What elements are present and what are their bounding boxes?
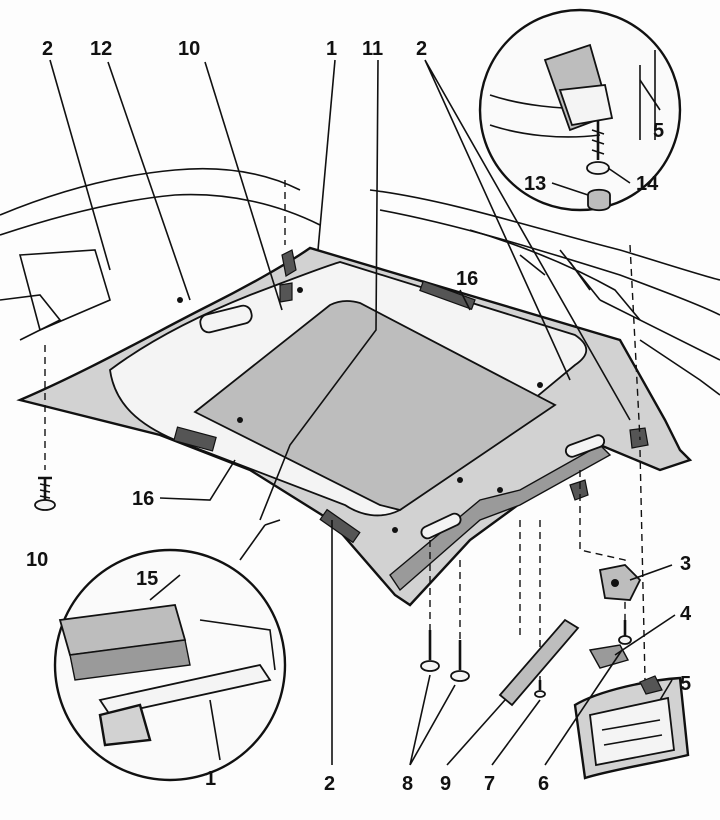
label-9: 9 <box>440 773 451 795</box>
label-10-left: 10 <box>26 549 48 571</box>
part-4-bracket <box>588 644 630 669</box>
label-2-headliner-edge: 2 <box>42 38 53 60</box>
label-13: 13 <box>524 173 546 195</box>
label-4: 4 <box>680 603 692 625</box>
label-14: 14 <box>636 173 659 195</box>
part-9-trim-strip <box>498 618 580 707</box>
label-7: 7 <box>484 773 495 795</box>
headliner-panel <box>16 246 693 607</box>
label-1-top: 1 <box>326 38 337 60</box>
label-2-bottom: 2 <box>324 773 335 795</box>
label-5-visor: 5 <box>680 673 691 695</box>
screws-8 <box>420 630 470 682</box>
label-16-top: 16 <box>456 268 478 290</box>
label-15: 15 <box>136 568 158 590</box>
leader-lines <box>49 59 676 766</box>
label-2-top-right: 2 <box>416 38 427 60</box>
part-3-clip <box>598 564 642 601</box>
detail-inset-sun-visor-mount <box>478 8 682 212</box>
label-6: 6 <box>538 773 549 795</box>
screw-7 <box>534 680 546 698</box>
label-8: 8 <box>402 773 413 795</box>
detail-inset-retaining-strip <box>53 548 287 782</box>
screw-10-left <box>34 476 56 511</box>
label-5-inset: 5 <box>653 120 664 142</box>
car-body-outline <box>0 167 720 396</box>
label-11: 11 <box>362 38 383 60</box>
label-16-left: 16 <box>132 488 154 510</box>
label-3: 3 <box>680 553 691 575</box>
label-12: 12 <box>90 38 112 60</box>
screw-6 <box>618 620 632 645</box>
label-10-top: 10 <box>178 38 200 60</box>
label-1-inset: 1 <box>205 768 216 790</box>
callout-labels: 2 12 10 1 11 2 5 13 14 16 16 10 15 1 2 8… <box>26 38 692 795</box>
part-5-sun-visor <box>573 675 690 780</box>
